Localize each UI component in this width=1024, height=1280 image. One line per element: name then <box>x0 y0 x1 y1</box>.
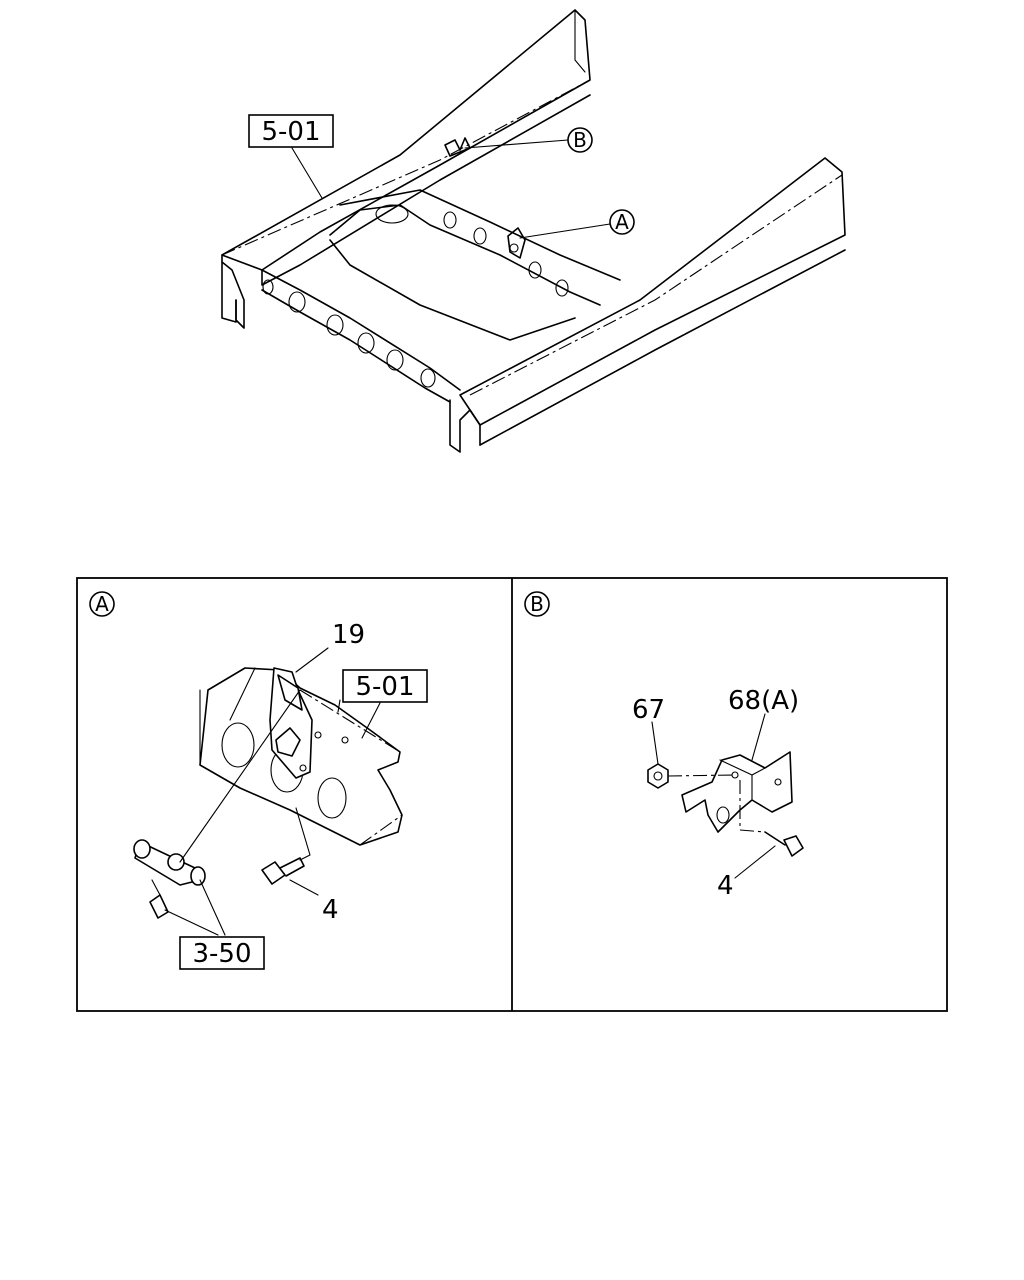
label-4-b: 4 <box>717 871 734 901</box>
bracket-68-hole <box>716 806 730 824</box>
bracket-19-tab <box>277 674 303 711</box>
ref-box-5-01 <box>248 114 334 148</box>
rod-end <box>133 839 151 859</box>
leader-bolt-path <box>295 807 311 861</box>
leader-a <box>519 223 611 239</box>
frame-oval <box>375 204 409 224</box>
leader-rod-2 <box>229 667 256 721</box>
rod-collar <box>167 853 185 871</box>
left-rail-inner <box>574 9 586 73</box>
left-rail-lower-edge <box>261 94 591 286</box>
ref-box-5-01-text: 5-01 <box>261 117 320 147</box>
frame-hole <box>221 722 255 768</box>
small-bolt <box>149 894 169 919</box>
cross-member-web <box>329 239 576 341</box>
right-rail-top <box>459 157 846 426</box>
chassis-frame-view: 5-01 B A <box>221 9 846 453</box>
left-rail-end-notch <box>221 261 245 329</box>
bracket-19-hole <box>299 764 307 772</box>
frame-hole-small <box>341 736 349 744</box>
frame-hole <box>386 349 404 371</box>
panel-a-marker-circle <box>89 591 115 617</box>
right-rail-lower-edge <box>479 249 846 446</box>
leader-rod <box>179 689 301 863</box>
frame-hole <box>528 261 542 279</box>
center-line <box>739 780 766 833</box>
frame-hole <box>420 368 436 388</box>
bolt-4-head <box>261 861 286 885</box>
label-67: 67 <box>632 695 665 725</box>
frame-hole <box>262 279 274 295</box>
panel-b-marker-circle <box>524 591 550 617</box>
leader-4 <box>289 879 319 896</box>
center-line <box>221 79 591 256</box>
frame-hole <box>317 777 347 819</box>
leader-4-b <box>734 845 776 879</box>
bracket-68-hole-right <box>774 778 782 786</box>
ref-box-5-01-detail-text: 5-01 <box>355 672 414 702</box>
frame-hole <box>443 211 457 229</box>
label-4-a: 4 <box>322 895 339 925</box>
bracket-19-cutout <box>275 727 301 757</box>
leader-68 <box>751 713 766 761</box>
leader-19 <box>295 647 329 673</box>
leader-5-01-a <box>337 699 341 713</box>
frame-hole <box>326 314 344 336</box>
detail-panel-b: B 67 68(A) 4 <box>524 591 804 901</box>
cross-member-front-bottom <box>261 289 451 403</box>
bracket-a-bolt <box>509 243 519 253</box>
leader-b <box>464 139 569 149</box>
bracket-19-hole <box>314 731 322 739</box>
ref-box-3-50 <box>179 936 265 970</box>
center-line <box>299 689 401 753</box>
detail-panel-a: A 19 <box>89 591 428 970</box>
leader-3-50 <box>199 879 226 936</box>
bracket-68-hole-small <box>731 771 739 779</box>
frame-hole <box>288 291 306 313</box>
panel-b-marker-text: B <box>530 592 544 616</box>
ref-box-3-50-text: 3-50 <box>192 939 251 969</box>
leader-5-01-a2 <box>361 702 381 739</box>
nut-67 <box>647 763 669 789</box>
right-rail-end <box>449 399 481 453</box>
label-19: 19 <box>332 620 365 650</box>
bolt-4-b-head <box>783 835 804 857</box>
bracket-19 <box>269 667 313 779</box>
leader-5-01 <box>291 147 323 199</box>
bracket-68 <box>681 751 793 833</box>
rod-end <box>190 866 206 886</box>
cross-member-front-top <box>261 269 461 391</box>
frame-hole <box>357 332 375 354</box>
callout-b-circle <box>567 127 593 153</box>
frame-hole <box>555 279 569 297</box>
bolt-4-b-shank <box>764 831 786 846</box>
cross-member-rear-bottom <box>329 204 601 306</box>
center-line <box>469 174 843 396</box>
ref-box-5-01-detail <box>342 669 428 703</box>
callout-a-text: A <box>615 210 629 234</box>
small-bolt-shank <box>151 879 161 896</box>
center-line <box>667 774 736 777</box>
frame-hole <box>473 227 487 245</box>
left-rail-end <box>221 254 237 323</box>
bracket-b-location <box>444 137 471 157</box>
bolt-4-shank <box>279 857 305 877</box>
panel-a-marker-text: A <box>95 592 109 616</box>
label-68: 68(A) <box>728 686 799 716</box>
callout-a-circle <box>609 209 635 235</box>
cross-member-rear-top <box>339 189 621 281</box>
leader-3-50-b <box>164 909 219 936</box>
center-line <box>359 814 403 846</box>
nut-67-hole <box>653 771 663 781</box>
leader-67 <box>651 721 659 765</box>
callout-b-text: B <box>573 128 587 152</box>
